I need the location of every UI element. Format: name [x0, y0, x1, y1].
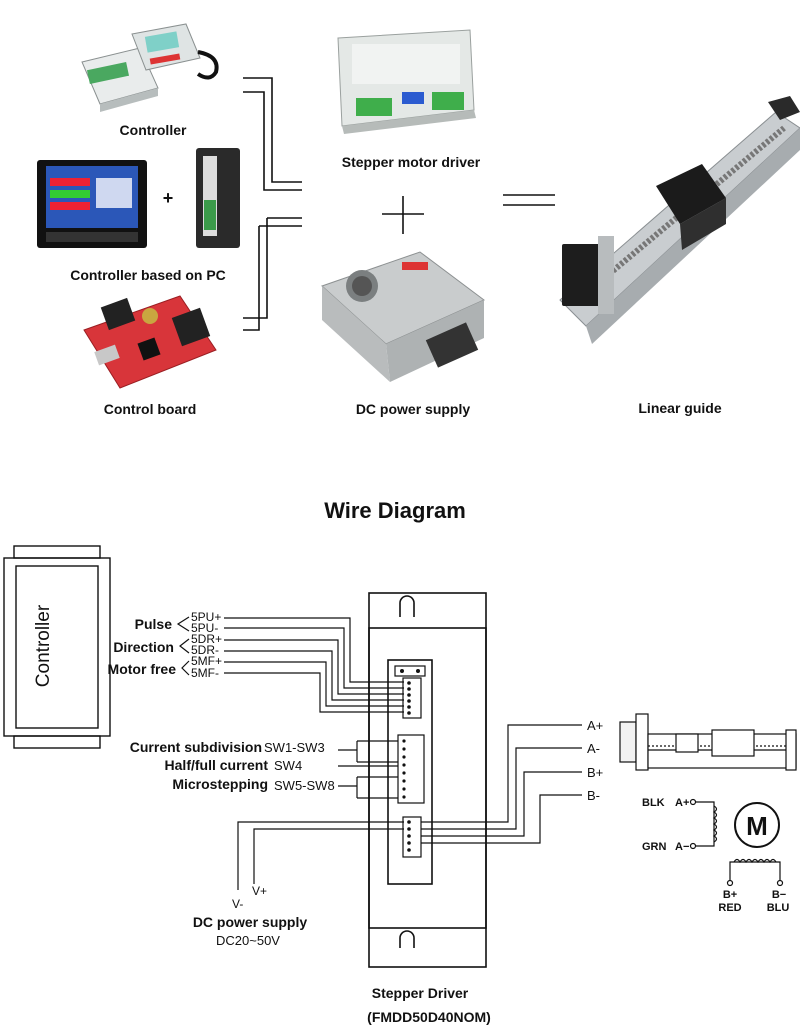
sw5-sw8-label: SW5-SW8	[274, 778, 335, 793]
driver-body	[368, 592, 487, 968]
controller-box	[3, 545, 111, 749]
signal-wires	[224, 617, 404, 713]
stepper-driver-label: Stepper motor driver	[342, 154, 481, 170]
plus-sign: +	[163, 188, 174, 208]
linear-guide-label: Linear guide	[638, 400, 721, 416]
m-a-minus-label: A−	[675, 841, 689, 853]
pc-controller-label: Controller based on PC	[70, 267, 226, 283]
dc-supply-label: DC power supply	[356, 401, 471, 417]
blk-label: BLK	[642, 797, 665, 809]
motor-symbol-letter: M	[746, 811, 768, 841]
dc-power-supply-image	[321, 251, 485, 382]
dc-range-label: DC20~50V	[216, 933, 280, 948]
v-plus-label: V+	[252, 884, 267, 898]
half-full-label: Half/full current	[165, 757, 269, 773]
mf-plus-label: 5MF+	[191, 654, 222, 668]
b-plus-label: B+	[587, 765, 603, 780]
controller-box-label: Controller	[33, 604, 54, 687]
m-a-plus-label: A+	[675, 797, 689, 809]
m-b-minus-label: B−	[772, 889, 786, 901]
controller-label: Controller	[120, 122, 187, 138]
current-subdivision-label: Current subdivision	[130, 739, 262, 755]
connection-lines	[243, 77, 302, 331]
wire-diagram-title: Wire Diagram	[324, 498, 466, 523]
controller-device-image	[81, 23, 219, 112]
switch-lines	[338, 740, 398, 799]
connector-pins	[402, 681, 411, 852]
driver-connectors	[394, 665, 426, 858]
a-plus-label: A+	[587, 718, 603, 733]
pu-plus-label: 5PU+	[191, 610, 221, 624]
v-minus-label: V-	[232, 897, 243, 911]
linear-guide-image	[559, 96, 800, 344]
motor-coils	[689, 798, 784, 887]
microstepping-label: Microstepping	[172, 776, 268, 792]
plus-cross	[382, 196, 424, 234]
dr-minus-label: 5DR-	[191, 643, 219, 657]
control-board-label: Control board	[104, 401, 197, 417]
pu-minus-label: 5PU-	[191, 621, 218, 635]
driver-title-label: Stepper Driver	[372, 985, 469, 1001]
mf-minus-label: 5MF-	[191, 666, 219, 680]
a-minus-label: A-	[587, 741, 600, 756]
grn-label: GRN	[642, 841, 667, 853]
sw1-sw3-label: SW1-SW3	[264, 740, 325, 755]
direction-label: Direction	[113, 639, 174, 655]
red-label: RED	[718, 902, 741, 914]
m-b-plus-label: B+	[723, 889, 737, 901]
small-linear-guide	[619, 713, 797, 771]
motor-free-label: Motor free	[108, 661, 177, 677]
signal-brackets	[176, 616, 190, 676]
power-wires	[237, 821, 404, 890]
control-board-image	[83, 295, 217, 389]
pulse-label: Pulse	[135, 616, 173, 632]
blu-label: BLU	[767, 902, 790, 914]
equals-sign	[503, 194, 555, 206]
dr-plus-label: 5DR+	[191, 632, 222, 646]
pc-controller-image	[37, 148, 240, 248]
sw4-label: SW4	[274, 758, 302, 773]
motor-phase-wires	[421, 724, 582, 844]
dc-supply-wire-label: DC power supply	[193, 914, 308, 930]
b-minus-label: B-	[587, 788, 600, 803]
stepper-driver-image	[337, 29, 476, 134]
driver-model-label: (FMDD50D40NOM)	[367, 1009, 491, 1025]
